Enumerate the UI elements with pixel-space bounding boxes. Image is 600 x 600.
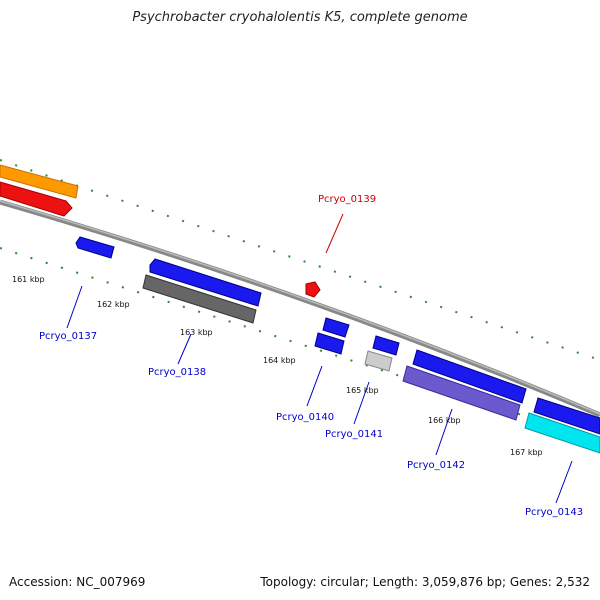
gene-labels: Pcryo_0137 Pcryo_0138 Pcryo_0139 Pcryo_0…	[39, 194, 583, 518]
gene-label-pcryo-0141[interactable]: Pcryo_0141	[325, 429, 383, 440]
gene-pcryo-0142-block[interactable]	[402, 349, 527, 421]
gene-pcryo-0143-block[interactable]	[524, 397, 600, 454]
scale-labels: 161 kbp 162 kbp 163 kbp 164 kbp 165 kbp …	[12, 275, 543, 457]
gene-label-pcryo-0138[interactable]: Pcryo_0138	[148, 367, 206, 378]
cds-red-feature[interactable]	[0, 181, 73, 217]
upper-tick-track	[0, 159, 600, 361]
gene-label-pcryo-0142[interactable]: Pcryo_0142	[407, 460, 465, 471]
genome-summary-text: Topology: circular; Length: 3,059,876 bp…	[260, 575, 590, 589]
scale-label: 165 kbp	[346, 386, 379, 395]
scale-label: 163 kbp	[180, 328, 213, 337]
gene-leader-lines	[66, 213, 573, 504]
scale-label: 162 kbp	[97, 300, 130, 309]
gene-label-pcryo-0140[interactable]: Pcryo_0140	[276, 412, 334, 423]
gene-label-pcryo-0139[interactable]: Pcryo_0139	[318, 194, 376, 205]
gene-pcryo-0141-block[interactable]	[364, 335, 400, 372]
gene-pcryo-0140-block[interactable]	[314, 317, 350, 355]
map-title: Psychrobacter cryohalolentis K5, complet…	[132, 10, 468, 25]
scale-label: 167 kbp	[510, 448, 543, 457]
gray-feature-0138[interactable]	[142, 274, 257, 324]
gene-label-pcryo-0143[interactable]: Pcryo_0143	[525, 507, 583, 518]
scale-label: 166 kbp	[428, 416, 461, 425]
scale-label: 161 kbp	[12, 275, 45, 284]
scale-label: 164 kbp	[263, 356, 296, 365]
accession-text: Accession: NC_007969	[9, 575, 146, 589]
genome-backbone	[0, 199, 600, 418]
gene-label-pcryo-0137[interactable]: Pcryo_0137	[39, 331, 97, 342]
gene-pcryo-0138-block[interactable]	[149, 258, 262, 307]
gene-pcryo-0139-block[interactable]	[305, 281, 321, 298]
cds-orange-feature[interactable]	[0, 164, 79, 199]
gene-pcryo-0137-block[interactable]	[75, 236, 115, 259]
